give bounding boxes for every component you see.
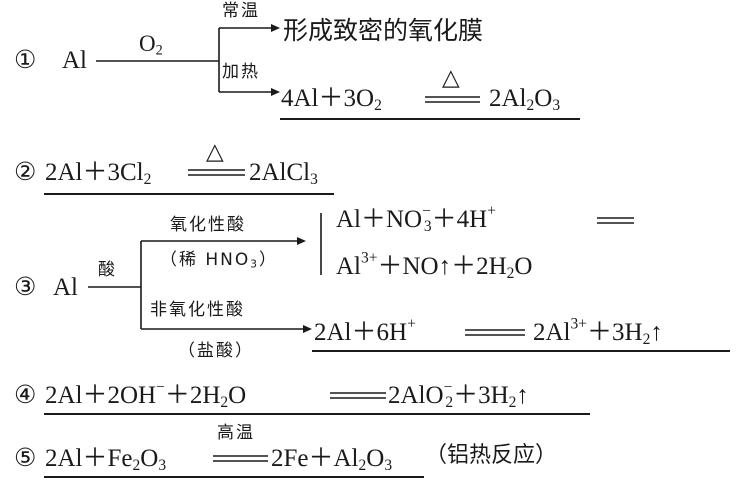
r1-top-arrowhead (271, 24, 280, 32)
r3-underline (312, 350, 730, 352)
r1-equation-right: 2Al2O3 (489, 85, 561, 114)
r3-upper-equation-line1: Al＋NO−3＋4H+ (336, 202, 496, 235)
r1-condition: O2 (139, 31, 163, 59)
r1-top-result: 形成致密的氧化膜 (283, 16, 484, 45)
r3-reactant: Al (53, 274, 78, 301)
r3-bottom-arrowhead (303, 325, 312, 333)
r5-condition: 高温 (217, 423, 255, 443)
r3-lower-equation-left: 2Al＋6H+ (314, 315, 416, 346)
r5-note: （铝热反应） (425, 443, 558, 468)
r1-top-label: 常温 (222, 1, 260, 21)
r1-number: ① (14, 47, 37, 74)
r3-lower-equation-right: 2Al3+＋3H2↑ (533, 315, 663, 348)
r3-number: ③ (14, 274, 37, 301)
r3-condition: 酸 (98, 260, 117, 280)
r5-number: ⑤ (14, 445, 37, 472)
r1-bottom-label: 加热 (222, 62, 260, 82)
r4-equation-right: 2AlO−2＋3H2↑ (388, 378, 529, 411)
r2-equation-right: 2AlCl3 (249, 159, 318, 188)
r2-heat-mark: △ (206, 139, 224, 164)
r1-reactant: Al (62, 47, 87, 74)
r4-number: ④ (14, 382, 37, 409)
r3-lower-label-2: （盐酸） (178, 341, 254, 361)
r3-top-arrowhead (297, 237, 306, 245)
r3-lower-label-1: 非氧化性酸 (150, 300, 245, 320)
r1-heat-mark: △ (442, 65, 460, 90)
r2-underline (44, 193, 334, 195)
r2-equation-left: 2Al＋3Cl2 (45, 159, 152, 188)
r2-number: ② (14, 159, 37, 186)
r1-bottom-arrowhead (271, 88, 280, 96)
r5-equation-right: 2Fe＋Al2O3 (271, 445, 393, 474)
r5-underline (44, 476, 424, 478)
r4-equation-left: 2Al＋2OH−＋2H2O (45, 378, 247, 411)
r1-underline (280, 118, 580, 120)
r3-upper-label-1: 氧化性酸 (170, 215, 246, 235)
r1-equation-left: 4Al＋3O2 (281, 85, 382, 114)
r3-upper-equation-line2: Al3+＋NO↑＋2H2O (336, 249, 533, 282)
r3-upper-label-2: （稀 HNO3） (160, 250, 278, 271)
r4-underline (44, 413, 590, 415)
r5-equation-left: 2Al＋Fe2O3 (45, 445, 167, 474)
